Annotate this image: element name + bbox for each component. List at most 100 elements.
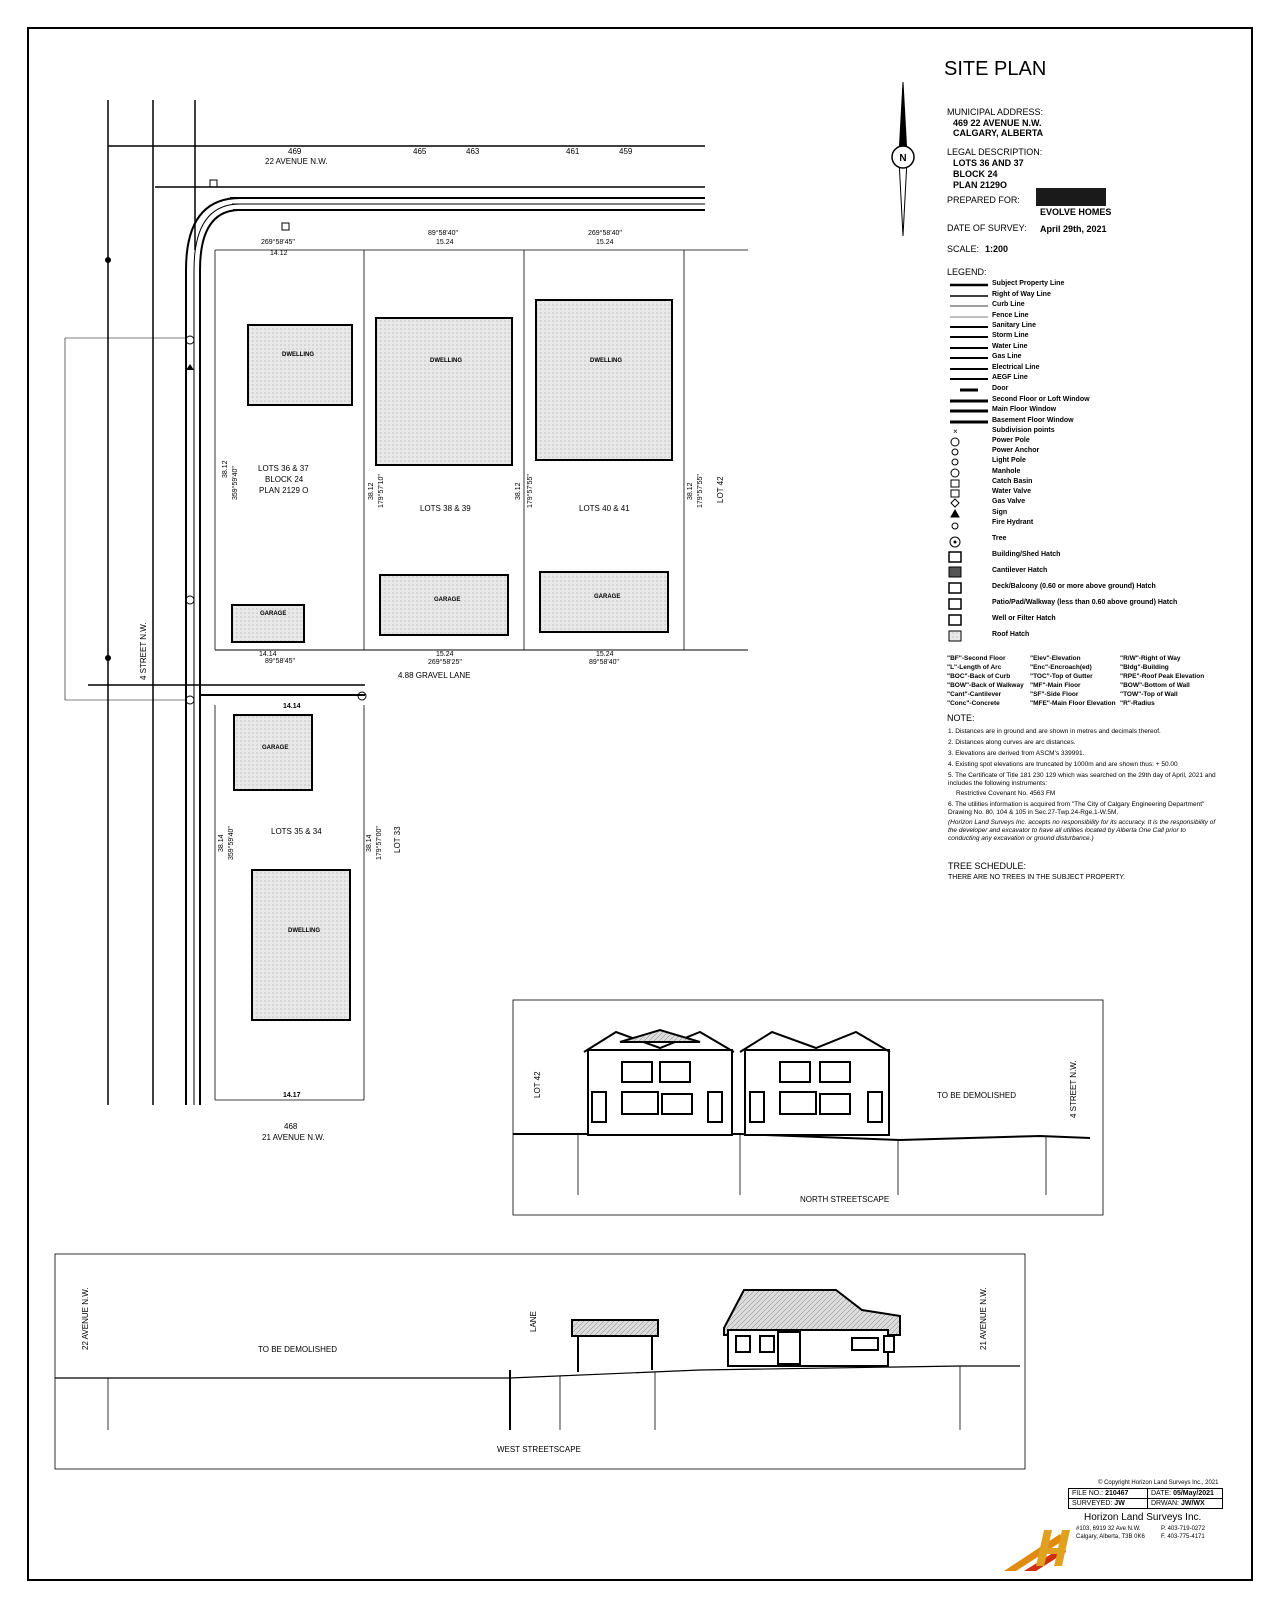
abbreviation-item: "RPE"-Roof Peak Elevation bbox=[1120, 673, 1205, 680]
garage-label-1: GARAGE bbox=[434, 597, 461, 603]
house-459: 459 bbox=[619, 147, 633, 156]
abbreviation-item: "R"-Radius bbox=[1120, 700, 1155, 707]
drawing-frame bbox=[27, 27, 1253, 1581]
company-fax: F. 403-775-4171 bbox=[1161, 1534, 1205, 1540]
legend-item: Well or Filter Hatch bbox=[992, 615, 1056, 622]
dim-1524d: 15.24 bbox=[596, 651, 614, 658]
legend-item: Sanitary Line bbox=[992, 322, 1036, 329]
utility-lines bbox=[64, 100, 748, 1105]
tree-schedule-label: TREE SCHEDULE: bbox=[948, 861, 1027, 871]
dwelling-label-3: DWELLING bbox=[590, 358, 622, 364]
dim-3812b: 38.12 bbox=[368, 482, 375, 500]
legend-item: Subdivision points bbox=[992, 427, 1055, 434]
legend-item: Tree bbox=[992, 535, 1007, 542]
buildings bbox=[231, 299, 673, 1021]
legend-item: Right of Way Line bbox=[992, 291, 1051, 298]
spot-markers bbox=[105, 179, 367, 705]
abbreviation-item: "BF"-Second Floor bbox=[947, 655, 1006, 662]
abbreviation-item: "BOC"-Back of Curb bbox=[947, 673, 1011, 680]
bearing-b: 89°58'40" bbox=[428, 230, 458, 237]
dim-1414: 14.14 bbox=[259, 651, 277, 658]
note-item: Restrictive Covenant No. 4563 FM bbox=[956, 790, 1056, 797]
bearing-e: 269°58'25" bbox=[428, 659, 462, 666]
drawn-label: DRWAN: bbox=[1151, 1500, 1179, 1507]
address-line2: CALGARY, ALBERTA bbox=[953, 128, 1044, 138]
note-item: 6. The utilities information is acquired… bbox=[948, 801, 1205, 817]
house-461: 461 bbox=[566, 147, 580, 156]
survey-label: DATE OF SURVEY: bbox=[947, 223, 1027, 233]
company-addr1: #103, 6919 32 Ave N.W. bbox=[1076, 1526, 1141, 1532]
label-4-street: 4 STREET N.W. bbox=[139, 622, 148, 680]
lot-42: LOT 42 bbox=[716, 476, 725, 503]
abbreviation-item: "MFE"-Main Floor Elevation bbox=[1030, 700, 1116, 707]
tree-schedule-text: THERE ARE NO TREES IN THE SUBJECT PROPER… bbox=[948, 874, 1126, 881]
abbreviation-item: "Cant"-Cantilever bbox=[947, 691, 1002, 698]
house-463: 463 bbox=[466, 147, 480, 156]
company-phone: P. 403-719-0272 bbox=[1161, 1526, 1205, 1532]
abbreviation-item: "MF"-Main Floor bbox=[1030, 682, 1081, 689]
dim-3812a: 38.12 bbox=[222, 460, 229, 478]
bearing-f: 89°58'40" bbox=[589, 659, 619, 666]
lots-3839: LOTS 38 & 39 bbox=[420, 504, 471, 513]
legal-line1: LOTS 36 AND 37 bbox=[953, 158, 1024, 168]
legend-item: Patio/Pad/Walkway (less than 0.60 above … bbox=[992, 599, 1178, 606]
svg-text:×: × bbox=[953, 427, 958, 436]
note-item: 2. Distances along curves are arc distan… bbox=[948, 739, 1076, 746]
survey-value: April 29th, 2021 bbox=[1040, 224, 1107, 234]
legend-item: Power Pole bbox=[992, 437, 1030, 444]
north-arrow-icon: N bbox=[891, 81, 915, 237]
lots-3637-l1: LOTS 36 & 37 bbox=[258, 464, 309, 473]
dim-1524b: 15.24 bbox=[596, 239, 614, 246]
scale-value: 1:200 bbox=[985, 244, 1009, 254]
property-lines bbox=[214, 249, 748, 1101]
legal-line2: BLOCK 24 bbox=[953, 169, 998, 179]
note-item: (Horizon Land Surveys Inc. accepts no re… bbox=[948, 819, 1216, 843]
legend-item: Cantilever Hatch bbox=[992, 567, 1048, 574]
abbreviation-item: "Bldg"-Building bbox=[1120, 664, 1169, 671]
dim-1417: 14.17 bbox=[283, 1092, 301, 1099]
dim-1412: 14.12 bbox=[270, 250, 288, 257]
dwelling-label-2: DWELLING bbox=[430, 358, 462, 364]
dim-1414b: 14.14 bbox=[283, 703, 301, 710]
legend-item: Fence Line bbox=[992, 312, 1029, 319]
dim-3814a: 38.14 bbox=[218, 834, 225, 852]
note-item: 5. The Certificate of Title 181 230 129 … bbox=[948, 772, 1216, 788]
note-label: NOTE: bbox=[947, 713, 975, 723]
dim-3814b: 38.14 bbox=[366, 834, 373, 852]
prepared-value: EVOLVE HOMES bbox=[1040, 207, 1112, 217]
drawn-cell: DRWAN: JW/WX bbox=[1147, 1498, 1223, 1509]
scale-label: SCALE: bbox=[947, 244, 980, 254]
north-streetscape-lot42: LOT 42 bbox=[533, 1071, 542, 1098]
dwelling-label-1: DWELLING bbox=[282, 352, 314, 358]
legend-label: LEGEND: bbox=[947, 267, 987, 277]
west-streetscape-demolish: TO BE DEMOLISHED bbox=[258, 1345, 337, 1354]
label-21-avenue: 21 AVENUE N.W. bbox=[262, 1133, 325, 1142]
legend-item: Roof Hatch bbox=[992, 631, 1030, 638]
lots-3534: LOTS 35 & 34 bbox=[271, 827, 322, 836]
dim-3812d: 38.12 bbox=[687, 482, 694, 500]
legend-item: Catch Basin bbox=[992, 478, 1033, 485]
west-streetscape-22ave: 22 AVENUE N.W. bbox=[81, 1287, 90, 1350]
page-title: SITE PLAN bbox=[944, 58, 1047, 80]
address-label: MUNICIPAL ADDRESS: bbox=[947, 107, 1044, 117]
west-streetscape-label: WEST STREETSCAPE bbox=[497, 1445, 581, 1454]
legend-item: Manhole bbox=[992, 468, 1021, 475]
abbreviation-item: "Conc"-Concrete bbox=[947, 700, 1000, 707]
house-465: 465 bbox=[413, 147, 427, 156]
legend-symbols: × bbox=[948, 283, 988, 642]
house-469: 469 bbox=[288, 147, 302, 156]
svg-text:N: N bbox=[899, 153, 906, 164]
legend-item: Subject Property Line bbox=[992, 280, 1065, 287]
bearing-d: 89°58'45" bbox=[265, 658, 295, 665]
dim-1524a: 15.24 bbox=[436, 239, 454, 246]
note-item: 1. Distances are in ground and are shown… bbox=[948, 728, 1161, 735]
legal-line3: PLAN 2129O bbox=[953, 180, 1008, 190]
dwelling-label-4: DWELLING bbox=[288, 928, 320, 934]
copyright-text: © Copyright Horizon Land Surveys Inc., 2… bbox=[1098, 1480, 1219, 1486]
label-22-avenue: 22 AVENUE N.W. bbox=[265, 157, 328, 166]
address-line1: 469 22 AVENUE N.W. bbox=[953, 118, 1042, 128]
lots-3637-l2: BLOCK 24 bbox=[265, 475, 304, 484]
legend-item: Basement Floor Window bbox=[992, 417, 1074, 424]
legend-item: Main Floor Window bbox=[992, 406, 1057, 413]
